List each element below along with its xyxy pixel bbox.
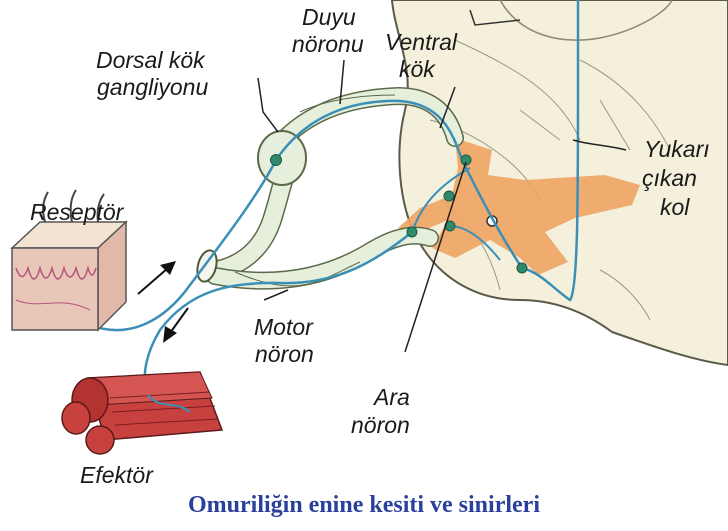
effector-muscle (62, 372, 222, 454)
label-reseptor: Reseptör (30, 199, 125, 225)
label-duyu-noronu: Duyunöronu (292, 4, 364, 57)
arrows (138, 261, 188, 343)
figure-caption: Omuriliğin enine kesiti ve sinirleri (0, 492, 728, 519)
label-efektor: Efektör (80, 462, 154, 488)
label-dorsal-kok-gangliyonu: Dorsal kökgangliyonu (96, 47, 208, 100)
label-ara-noron: Aranöron (351, 384, 410, 438)
efferent-arrow (170, 308, 188, 333)
label-motor-noron: Motornöron (254, 314, 314, 367)
afferent-arrow (138, 268, 168, 294)
